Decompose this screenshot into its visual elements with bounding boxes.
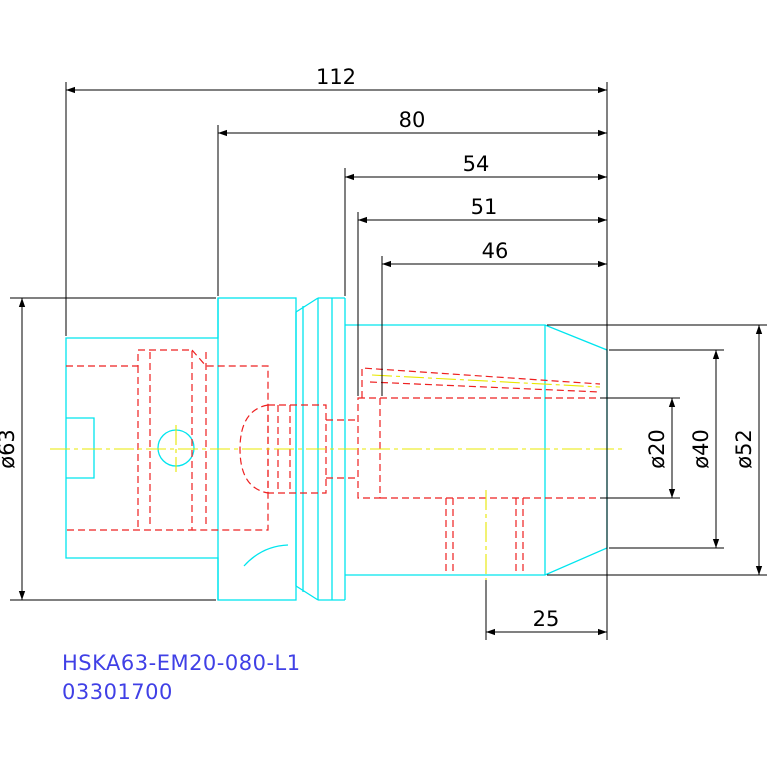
order-code: 03301700: [62, 680, 173, 704]
hidden-lines: [66, 349, 601, 575]
diameter-20: ø20: [645, 429, 669, 469]
dimension-80: 80: [399, 108, 426, 132]
dimension-lines: [10, 82, 767, 640]
dimension-25: 25: [533, 607, 560, 631]
part-number: HSKA63-EM20-080-L1: [62, 651, 301, 675]
dimension-46: 46: [482, 239, 509, 263]
diameter-52: ø52: [732, 429, 756, 469]
diameter-63: ø63: [0, 429, 19, 469]
dimension-51: 51: [471, 195, 498, 219]
center-lines: [50, 374, 625, 580]
dimension-54: 54: [463, 152, 490, 176]
dimension-112: 112: [316, 65, 356, 89]
diameter-40: ø40: [689, 429, 713, 469]
